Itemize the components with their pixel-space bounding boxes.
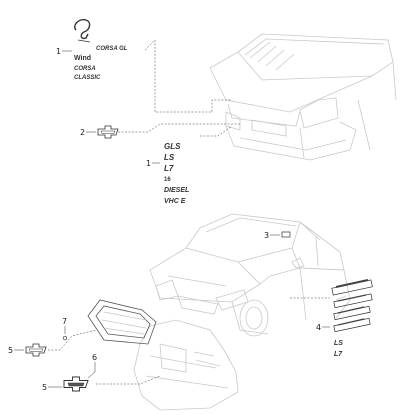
callout-5-left: 5 — [8, 346, 13, 355]
callout-1-top: 1 — [56, 47, 61, 56]
callout-3: 3 — [264, 231, 269, 240]
front-grille — [87, 299, 157, 345]
badge-l7-right: L7 — [334, 351, 343, 358]
leader-top-badges — [144, 39, 232, 113]
callout-6: 6 — [92, 353, 97, 362]
callout-2: 2 — [80, 128, 85, 137]
badge-group-top: CORSA GL Wind CORSA CLASSIC — [74, 18, 128, 81]
bowtie-emblem-icon — [25, 343, 47, 357]
badge-diesel: DIESEL — [164, 187, 189, 194]
badge-classic: CLASSIC — [74, 75, 101, 81]
badge-ls-right: LS — [334, 340, 343, 347]
badge-vhc-e: VHC E — [164, 198, 186, 205]
leader-grille-emblem — [48, 329, 97, 351]
callout-1-mid: 1 — [146, 159, 151, 168]
badge-ls: LS — [164, 153, 175, 162]
corsa-logo-icon — [74, 18, 91, 43]
front-bumper-outline — [133, 319, 239, 411]
clip-part — [62, 335, 68, 341]
callout-6-leader — [87, 362, 96, 379]
leader-mid-badges — [200, 125, 233, 137]
rear-car-outline — [209, 33, 397, 161]
badge-corsa-gl: CORSA GL — [96, 46, 128, 52]
callout-5-bottom: 5 — [42, 383, 47, 392]
badge-gls: GLS — [164, 142, 181, 151]
callout-7: 7 — [62, 317, 67, 326]
callout-4: 4 — [316, 323, 321, 332]
leader-rear-emblem — [118, 123, 240, 133]
bowtie-emblem-icon — [97, 125, 119, 139]
badge-group-right: LS L7 — [331, 279, 373, 358]
badge-group-mid: GLS LS L7 16 DIESEL VHC E — [164, 142, 189, 205]
bowtie-emblem-icon — [63, 376, 89, 392]
badge-l7: L7 — [164, 164, 174, 173]
small-badge-part — [281, 231, 291, 238]
badge-wind: Wind — [74, 55, 91, 62]
front-car-outline — [149, 213, 351, 337]
leader-bumper-emblem — [96, 375, 161, 385]
badge-16: 16 — [164, 177, 171, 183]
badge-corsa: CORSA — [74, 66, 96, 72]
